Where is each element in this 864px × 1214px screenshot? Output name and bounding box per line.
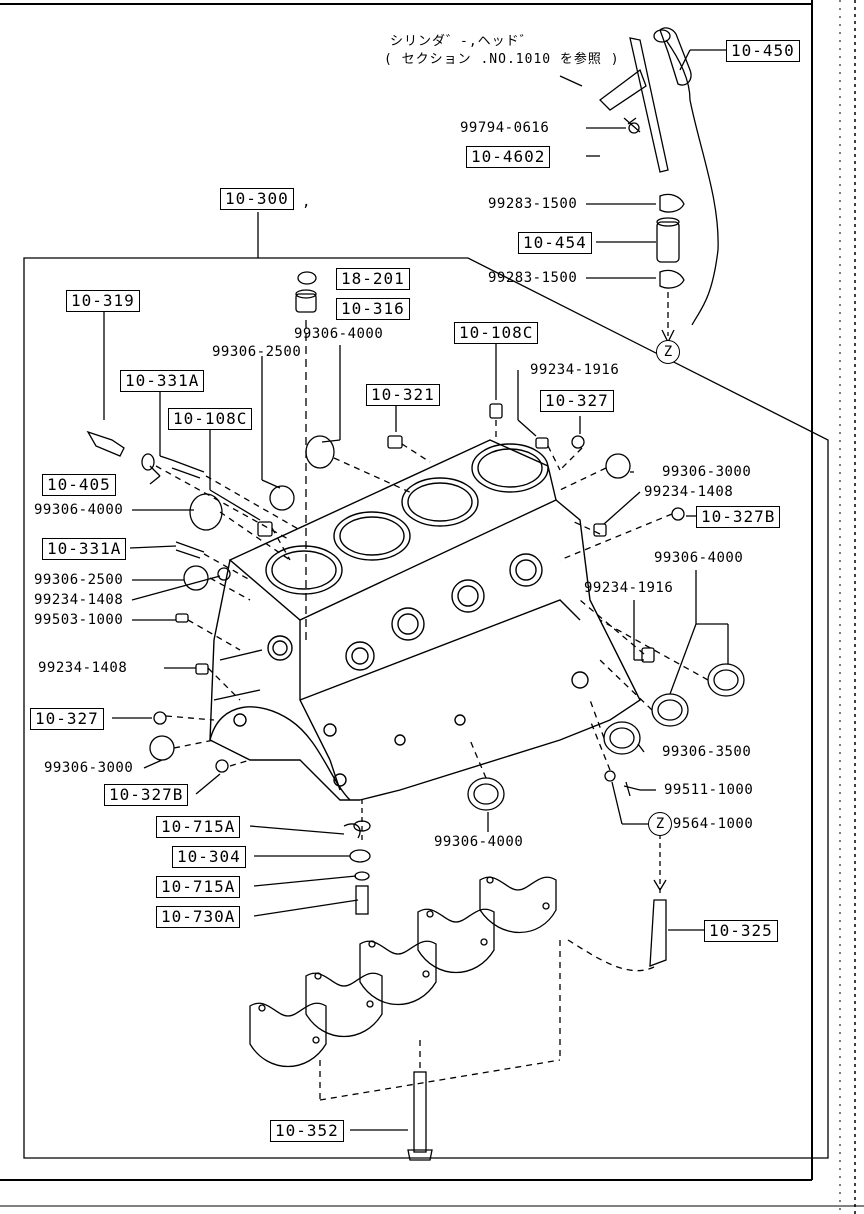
part-number-99306-2500-top: 99306-2500 xyxy=(212,344,302,360)
reference-note-line1: シリンダ゛-,ヘッド゛ xyxy=(390,34,534,49)
part-label-10-715a-bottom[interactable]: 10-715A xyxy=(156,876,241,898)
part-number-99234-1408-left: 99234-1408 xyxy=(34,592,124,608)
part-number-99306-4000-top: 99306-4000 xyxy=(294,326,384,342)
part-label-10-325[interactable]: 10-325 xyxy=(704,920,778,942)
bearing-caps xyxy=(249,876,557,1067)
part-label-10-108c-left[interactable]: 10-108C xyxy=(168,408,253,430)
part-number-99794-0616: 99794-0616 xyxy=(460,120,550,136)
part-number-99306-3000-left: 99306-3000 xyxy=(44,760,134,776)
part-number-99306-4000-left: 99306-4000 xyxy=(34,502,124,518)
part-label-10-304[interactable]: 10-304 xyxy=(172,846,246,868)
part-label-10-730a[interactable]: 10-730A xyxy=(156,906,241,928)
part-label-10-108c-top[interactable]: 10-108C xyxy=(454,322,539,344)
connector-marker-z-bottom: Z xyxy=(648,812,672,836)
part-number-99306-4000-bottom: 99306-4000 xyxy=(434,834,524,850)
leader-dashes xyxy=(155,420,709,779)
part-label-10-405[interactable]: 10-405 xyxy=(42,474,116,496)
label-leaders xyxy=(103,49,729,1131)
part-label-10-454[interactable]: 10-454 xyxy=(518,232,592,254)
part-number-99234-1408-right: 99234-1408 xyxy=(644,484,734,500)
part-number-99503-1000: 99503-1000 xyxy=(34,612,124,628)
part-number-99306-3000-right: 99306-3000 xyxy=(662,464,752,480)
part-number-99283-1500-b: 99283-1500 xyxy=(488,270,578,286)
part-number-99234-1916-mid: 99234-1916 xyxy=(584,580,674,596)
part-number-99234-1916-top: 99234-1916 xyxy=(530,362,620,378)
part-label-10-321[interactable]: 10-321 xyxy=(366,384,440,406)
dipstick xyxy=(599,27,719,344)
cylinder-block xyxy=(209,439,641,801)
part-label-10-715a-top[interactable]: 10-715A xyxy=(156,816,241,838)
part-label-10-450[interactable]: 10-450 xyxy=(726,40,800,62)
part-number-99306-3500: 99306-3500 xyxy=(662,744,752,760)
part-number-99306-2500-left: 99306-2500 xyxy=(34,572,124,588)
part-label-10-331a-left[interactable]: 10-331A xyxy=(42,538,127,560)
connector-marker-z-top: Z xyxy=(656,340,680,364)
part-label-18-201[interactable]: 18-201 xyxy=(336,268,410,290)
part-number-99234-1408-left2: 99234-1408 xyxy=(38,660,128,676)
part-label-10-352[interactable]: 10-352 xyxy=(270,1120,344,1142)
trailing-comma: , xyxy=(302,194,311,210)
reference-note-line2: ( セクション .NO.1010 を参照 ) xyxy=(384,52,620,67)
part-label-10-319[interactable]: 10-319 xyxy=(66,290,140,312)
part-label-10-300[interactable]: 10-300 xyxy=(220,188,294,210)
part-label-10-327-top[interactable]: 10-327 xyxy=(540,390,614,412)
part-number-99306-4000-right: 99306-4000 xyxy=(654,550,744,566)
part-label-10-316[interactable]: 10-316 xyxy=(336,298,410,320)
part-label-10-331a-top[interactable]: 10-331A xyxy=(120,370,205,392)
part-label-10-327-left[interactable]: 10-327 xyxy=(30,708,104,730)
part-number-99283-1500-a: 99283-1500 xyxy=(488,196,578,212)
part-number-99511-1000: 99511-1000 xyxy=(664,782,754,798)
part-label-10-327b-bottom[interactable]: 10-327B xyxy=(104,784,189,806)
part-label-10-327b-right[interactable]: 10-327B xyxy=(696,506,781,528)
part-number-99564-1000: 99564-1000 xyxy=(664,816,754,832)
part-label-10-4602[interactable]: 10-4602 xyxy=(466,146,551,168)
plugs-pins xyxy=(86,403,745,811)
